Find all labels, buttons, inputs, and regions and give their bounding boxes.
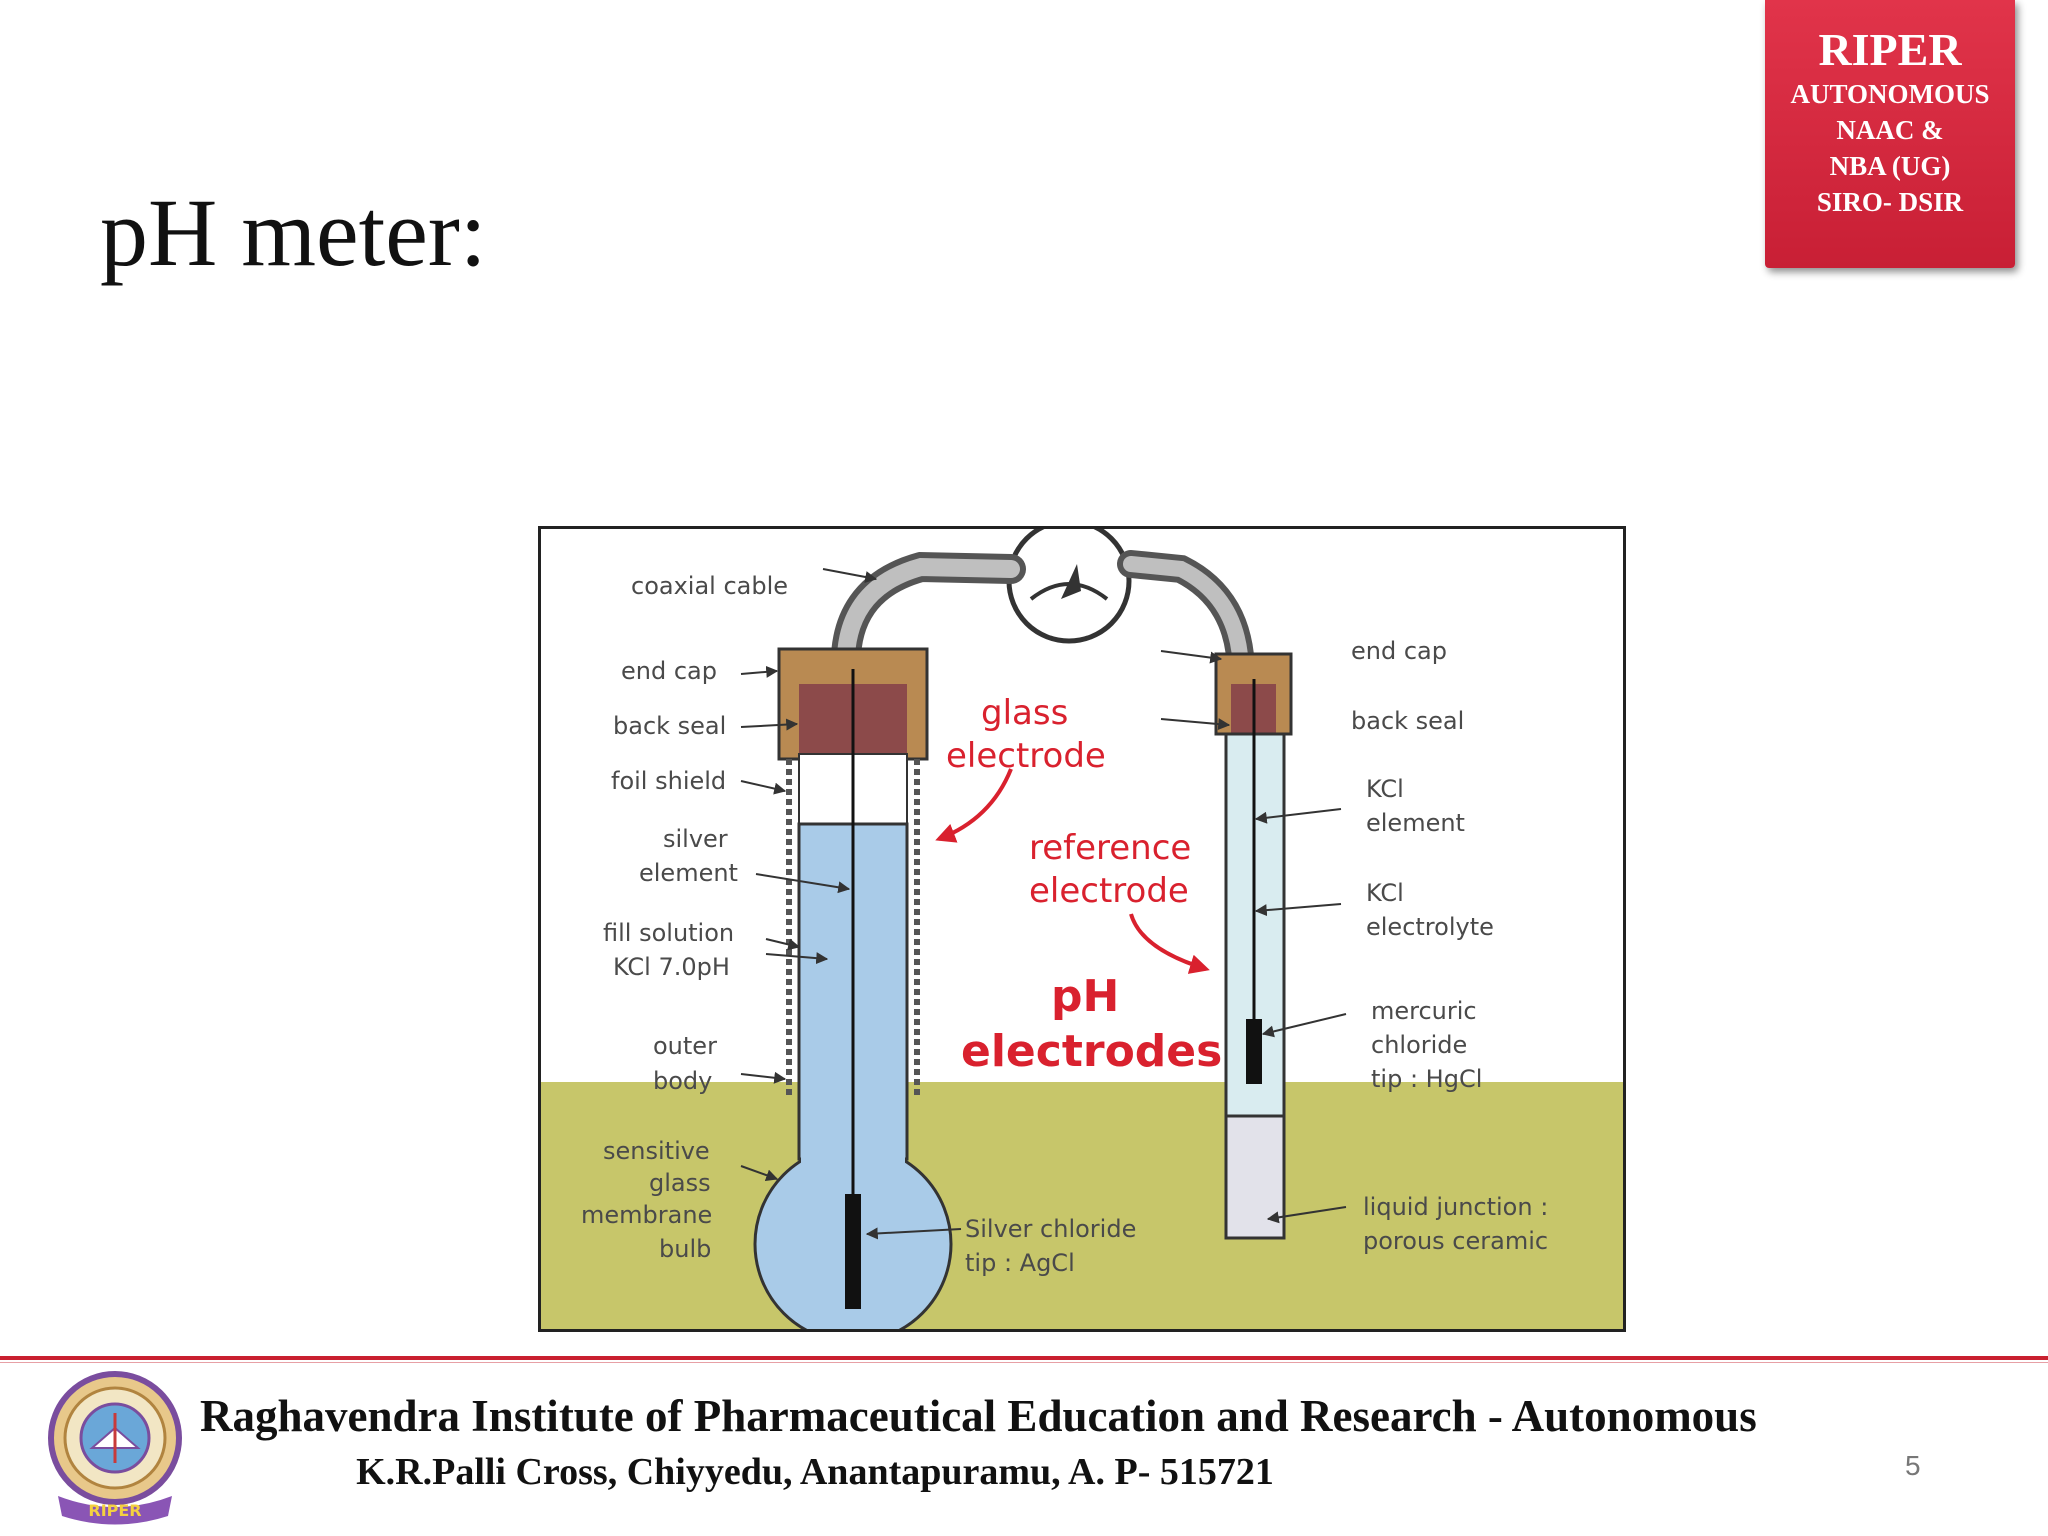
badge-line: NBA (UG) bbox=[1829, 151, 1951, 181]
label-ph-electrodes: pH bbox=[1051, 971, 1119, 1022]
page-number: 5 bbox=[1905, 1450, 1921, 1481]
label-kcl-element: element bbox=[1366, 809, 1465, 837]
label-liquid-junction: porous ceramic bbox=[1363, 1227, 1548, 1255]
label-reference-electrode: reference bbox=[1029, 828, 1191, 868]
label-glass-electrode: glass bbox=[981, 693, 1068, 733]
label-end-cap-left: end cap bbox=[621, 657, 717, 685]
label-back-seal-right: back seal bbox=[1351, 707, 1464, 735]
label-glass-electrode: electrode bbox=[946, 736, 1106, 776]
institute-logo-icon: RIPER bbox=[48, 1371, 182, 1525]
label-fill-solution: KCl 7.0pH bbox=[613, 953, 730, 981]
badge-line: SIRO- DSIR bbox=[1816, 187, 1964, 217]
label-glass-bulb: membrane bbox=[581, 1201, 712, 1229]
riper-badge: RIPER AUTONOMOUS NAAC & NBA (UG) SIRO- D… bbox=[1765, 0, 2015, 268]
label-liquid-junction: liquid junction : bbox=[1363, 1193, 1548, 1221]
label-reference-electrode: electrode bbox=[1029, 871, 1189, 911]
label-silver-element: silver bbox=[663, 825, 728, 853]
label-ph-electrodes: electrodes bbox=[961, 1026, 1222, 1077]
glass-electrode bbox=[753, 647, 953, 1329]
label-fill-solution: fill solution bbox=[603, 919, 734, 947]
label-glass-bulb: sensitive bbox=[603, 1137, 710, 1165]
label-mercuric-chloride: mercuric bbox=[1371, 997, 1477, 1025]
label-outer-body: outer bbox=[653, 1032, 717, 1060]
label-mercuric-chloride: chloride bbox=[1371, 1031, 1467, 1059]
ph-electrode-diagram: coaxial cable end cap back seal foil shi… bbox=[538, 526, 1626, 1332]
reference-electrode bbox=[1214, 652, 1293, 1240]
label-back-seal-left: back seal bbox=[613, 712, 726, 740]
label-silver-element: element bbox=[639, 859, 738, 887]
label-kcl-electrolyte: KCl bbox=[1366, 879, 1404, 907]
label-coaxial-cable: coaxial cable bbox=[631, 572, 788, 600]
logo-ribbon-text: RIPER bbox=[88, 1501, 141, 1520]
badge-line: NAAC & bbox=[1836, 115, 1944, 145]
label-mercuric-chloride: tip : HgCl bbox=[1371, 1065, 1482, 1093]
badge-line: AUTONOMOUS bbox=[1790, 79, 1990, 109]
institute-address: K.R.Palli Cross, Chiyyedu, Anantapuramu,… bbox=[356, 1451, 1274, 1493]
ph-electrode-illustration: coaxial cable end cap back seal foil shi… bbox=[541, 529, 1623, 1329]
label-glass-bulb: bulb bbox=[659, 1235, 711, 1263]
label-foil-shield: foil shield bbox=[611, 767, 726, 795]
footer-divider-thin bbox=[0, 1362, 2048, 1363]
label-kcl-electrolyte: electrolyte bbox=[1366, 913, 1494, 941]
footer-divider bbox=[0, 1356, 2048, 1360]
label-kcl-element: KCl bbox=[1366, 775, 1404, 803]
slide-title: pH meter: bbox=[100, 179, 487, 286]
label-glass-bulb: glass bbox=[649, 1169, 711, 1197]
label-outer-body: body bbox=[653, 1067, 712, 1095]
label-silver-chloride-tip: tip : AgCl bbox=[965, 1249, 1075, 1277]
test-solution-area bbox=[541, 1082, 1623, 1329]
badge-title: RIPER bbox=[1818, 24, 1962, 75]
label-silver-chloride-tip: Silver chloride bbox=[965, 1215, 1136, 1243]
label-end-cap-right: end cap bbox=[1351, 637, 1447, 665]
institute-name: Raghavendra Institute of Pharmaceutical … bbox=[200, 1391, 1757, 1441]
